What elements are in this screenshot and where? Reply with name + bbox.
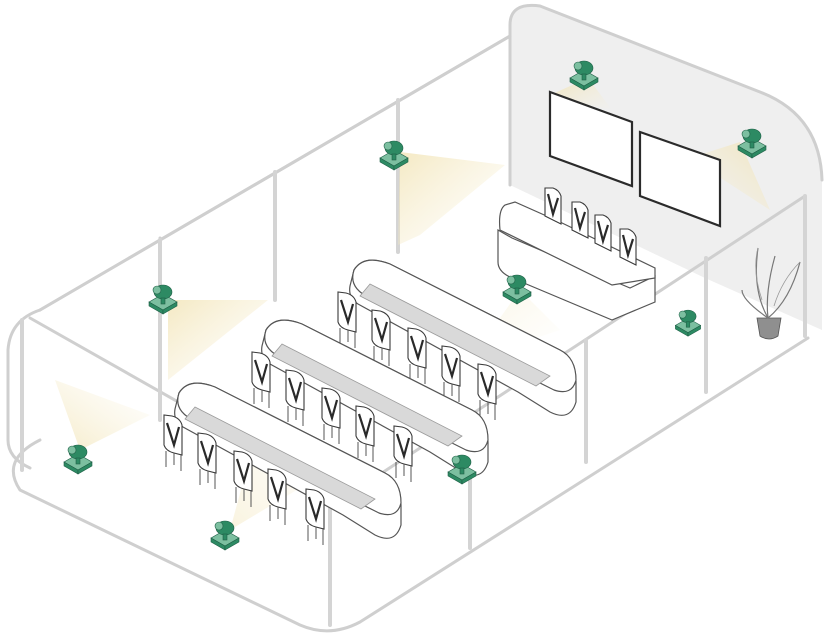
chair (477, 363, 497, 420)
conference-tables (163, 259, 577, 545)
chair (267, 468, 287, 525)
chair (619, 228, 637, 266)
ptz-camera-icon (502, 274, 532, 305)
chair (337, 291, 357, 348)
chair (407, 327, 427, 384)
chair (305, 488, 325, 545)
cameras (63, 60, 767, 551)
chair (163, 414, 183, 471)
conference-table (349, 259, 577, 416)
chair (544, 187, 562, 225)
chair (393, 425, 413, 482)
chair (251, 351, 271, 408)
ptz-camera-icon (148, 284, 178, 315)
chair (197, 432, 217, 489)
front-table-chairs (544, 187, 637, 266)
chair (285, 369, 305, 426)
ptz-camera-icon (210, 520, 240, 551)
ptz-camera-icon (674, 309, 702, 337)
front-table (497, 201, 656, 321)
display-screen-icon (548, 90, 722, 228)
chair (233, 450, 253, 507)
chair (371, 309, 391, 366)
ptz-camera-icon (569, 60, 599, 91)
chair (355, 405, 375, 462)
chair (594, 214, 612, 252)
potted-plant-icon (741, 247, 801, 340)
conference-table (174, 382, 402, 539)
ptz-camera-icon (447, 454, 477, 485)
ptz-camera-icon (737, 128, 767, 159)
ptz-camera-icon (379, 140, 409, 171)
chair (441, 345, 461, 402)
chair (571, 201, 589, 239)
ptz-camera-icon (63, 444, 93, 475)
conference-table (261, 319, 489, 476)
chair (321, 387, 341, 444)
